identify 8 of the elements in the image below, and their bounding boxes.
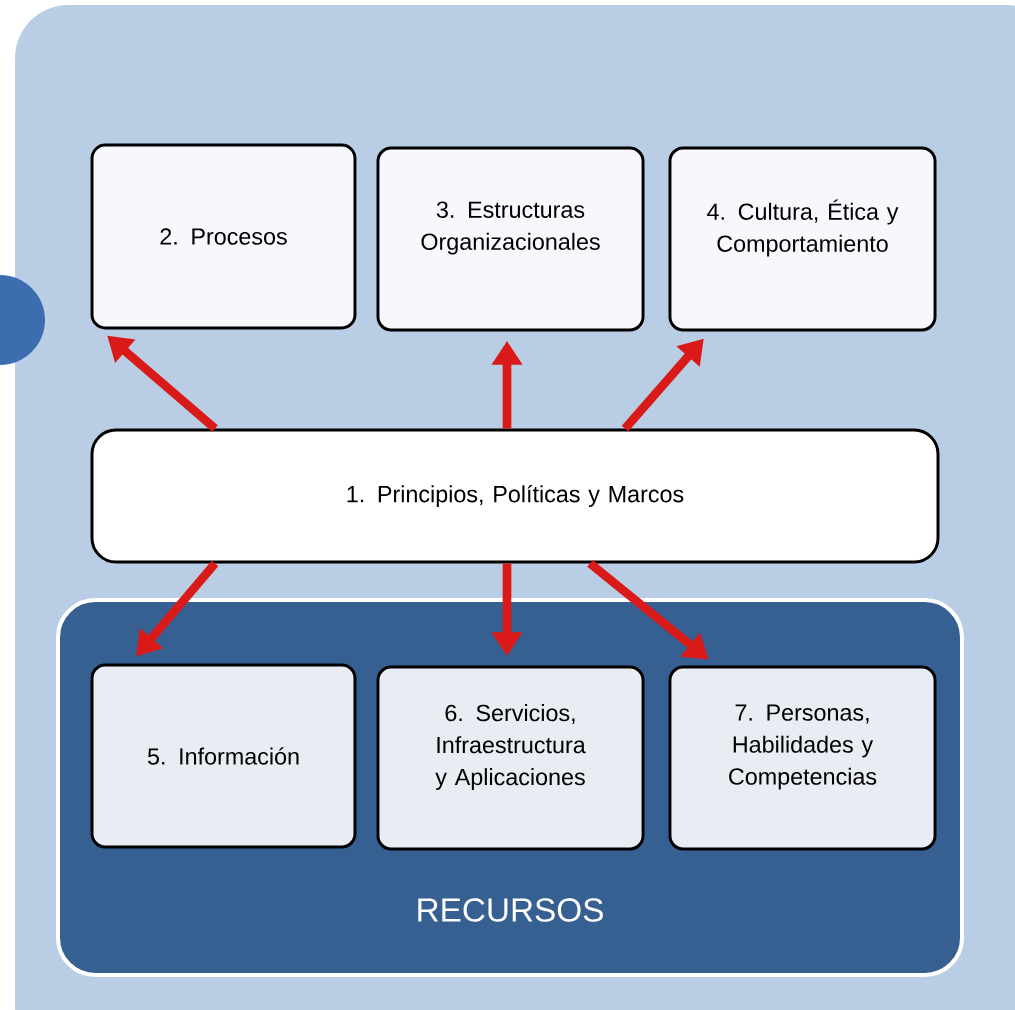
resource-box: 6. Servicios, Infraestructura y Aplicaciones <box>376 665 645 851</box>
enabler-box: 3. Estructuras Organizacionales <box>376 146 645 332</box>
enabler-box: 2. Procesos <box>90 143 357 330</box>
principles-band: 1. Principios, Políticas y Marcos <box>90 428 940 564</box>
enabler-box: 4. Cultura, Ética y Comportamiento <box>668 146 937 332</box>
resource-box: 5. Información <box>90 663 357 849</box>
circle-fragment <box>0 275 45 365</box>
resource-box: 7. Personas, Habilidades y Competencias <box>668 665 937 851</box>
